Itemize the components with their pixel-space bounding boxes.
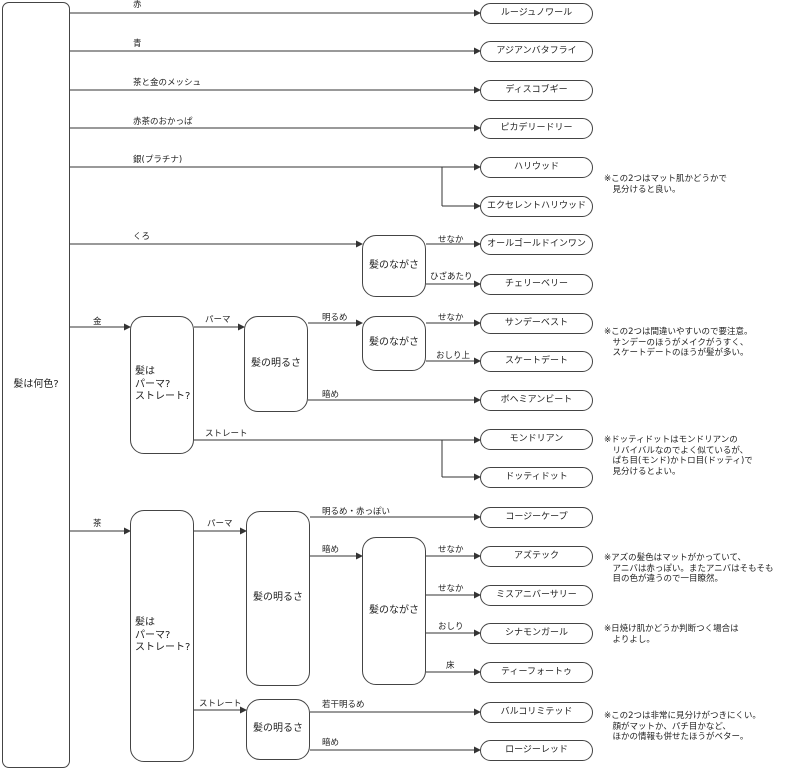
result-bal-limited: バルコリミテッド xyxy=(480,702,593,723)
edge-label-back-black: せなか xyxy=(438,235,464,245)
note-hollywood: ※この2つはマット肌かどうかで 見分けると良い。 xyxy=(604,174,728,195)
result-excellent-hollywood: エクセレントハリウッド xyxy=(480,196,593,217)
edge-label-bright-gold: 明るめ xyxy=(322,313,348,323)
question-brightness-brown-straight: 髪の明るさ xyxy=(246,699,310,760)
result-aztec: アズテック xyxy=(480,546,593,567)
result-mondrian: モンドリアン xyxy=(480,429,593,450)
edge-label-straight-gold: ストレート xyxy=(205,429,248,439)
result-cherry-berry: チェリーベリー xyxy=(480,274,593,295)
edge-label-hip-black: ひざあたり xyxy=(430,272,473,282)
edge-label-back-brown-2: せなか xyxy=(438,584,464,594)
edge-label-dark-gold: 暗め xyxy=(322,390,340,400)
result-sundae-best: サンデーベスト xyxy=(480,313,593,334)
edge-label-hip-gold: おしり上 xyxy=(436,351,471,361)
result-skate-date: スケートデート xyxy=(480,351,593,372)
result-hollywood: ハリウッド xyxy=(480,157,593,178)
edge-label-floor-brown: 床 xyxy=(446,661,455,671)
edge-label-bright-reddish: 明るめ・赤っぽい xyxy=(322,507,391,517)
color-label-red-brown-bob: 赤茶のおかっぱ xyxy=(133,117,193,127)
edge-label-straight-brown: ストレート xyxy=(199,699,242,709)
result-tea-for-two: ティーフォートゥ xyxy=(480,662,593,683)
result-dotty-dot: ドッティドット xyxy=(480,467,593,488)
edge-label-perm-gold: パーマ xyxy=(205,315,231,325)
question-perm-gold: 髪は パーマ? ストレート? xyxy=(130,316,194,454)
result-rosy-red: ロージーレッド xyxy=(480,740,593,761)
question-length-gold: 髪のながさ xyxy=(362,316,426,371)
edge-label-hip-brown: おしり xyxy=(438,622,464,632)
color-label-blue: 青 xyxy=(133,39,142,49)
edge-label-perm-brown: パーマ xyxy=(207,519,233,529)
question-brightness-gold: 髪の明るさ xyxy=(244,316,308,412)
result-bohemian-beat: ボヘミアンビート xyxy=(480,390,593,411)
result-cosy-cape: コージーケープ xyxy=(480,507,593,528)
root-question-hair-color: 髪は何色? xyxy=(2,2,70,768)
result-all-golden-wing: オールゴールドインワン xyxy=(480,234,593,255)
result-rouge-noir: ルージュノワール xyxy=(480,3,593,24)
note-bal: ※この2つは非常に見分けがつきにくい。 顔がマットか、パチ目かなど、 ほかの情報… xyxy=(604,711,761,743)
question-length-black: 髪のながさ xyxy=(362,235,426,297)
color-label-gold: 金 xyxy=(93,317,102,327)
edge-label-dark-brown: 暗め xyxy=(322,545,340,555)
question-perm-brown: 髪は パーマ? ストレート? xyxy=(130,510,194,762)
edge-label-dark-straight: 暗め xyxy=(322,738,340,748)
note-mondrian: ※ドッティドットはモンドリアンの リバイバルなのでよく似ているが、 ぱち目(モン… xyxy=(604,435,753,477)
note-sundae: ※この2つは間違いやすいので要注意。 サンデーのほうがメイクがうすく、 スケート… xyxy=(604,327,753,359)
color-label-silver: 銀(プラチナ) xyxy=(133,155,183,165)
result-cinnamon-girl: シナモンガール xyxy=(480,623,593,644)
result-asian-butterfly: アジアンバタフライ xyxy=(480,41,593,62)
result-miss-anniversary: ミスアニバーサリー xyxy=(480,585,593,606)
color-label-black: くろ xyxy=(133,232,151,242)
edge-label-back-gold: せなか xyxy=(438,313,464,323)
color-label-brown: 茶 xyxy=(93,519,102,529)
note-aztec: ※アズの髪色はマットがかっていて、 アニバは赤っぽい。またアニバはそもそも 目の… xyxy=(604,553,774,585)
result-disco-boogie: ディスコブギー xyxy=(480,80,593,101)
result-piccadilly: ピカデリードリー xyxy=(480,118,593,139)
note-cinnamon: ※日焼け肌かどうか判断つく場合は よりよし。 xyxy=(604,624,739,645)
question-length-brown: 髪のながさ xyxy=(362,537,426,685)
question-brightness-brown-perm: 髪の明るさ xyxy=(246,511,310,686)
edge-label-back-brown-1: せなか xyxy=(438,545,464,555)
color-label-brown-gold-mesh: 茶と金のメッシュ xyxy=(133,78,202,88)
color-label-red: 赤 xyxy=(133,0,142,10)
edge-label-slightly-bright: 若干明るめ xyxy=(322,700,365,710)
